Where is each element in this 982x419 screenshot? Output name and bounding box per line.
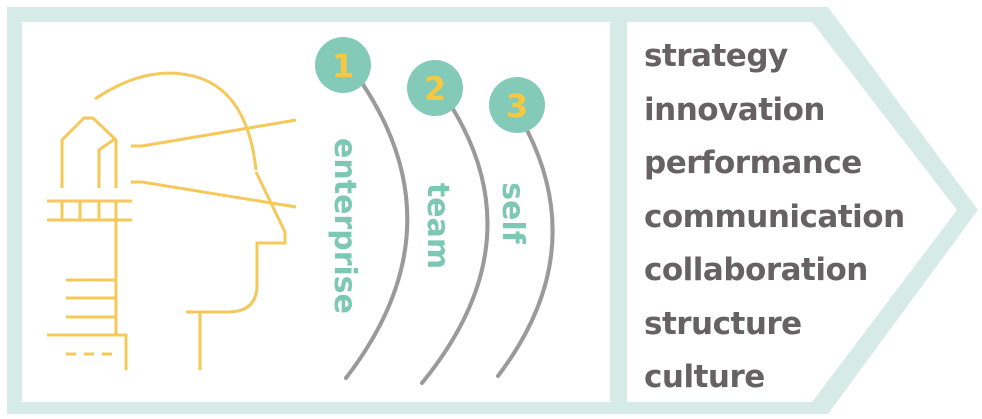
level-3-badge: 3 [489, 77, 545, 133]
level-2-number: 2 [424, 70, 446, 108]
arc-self [496, 128, 555, 378]
level-arcs [344, 81, 555, 385]
focus-area-item: innovation [644, 91, 825, 128]
focus-area-item: culture [644, 359, 765, 395]
focus-area-item: strategy [644, 38, 788, 74]
level-3-label: self [495, 182, 530, 244]
focus-area-item: structure [644, 305, 802, 342]
level-2-label: team [420, 183, 455, 269]
level-1-badge: 1 [315, 37, 371, 93]
level-1-circle [315, 37, 371, 93]
focus-area-item: collaboration [644, 252, 868, 288]
level-2-circle [407, 60, 463, 116]
focus-area-list: strategy innovation performance communic… [644, 30, 905, 405]
level-2-badge: 2 [407, 60, 463, 116]
focus-area-item: performance [644, 145, 862, 181]
level-3-circle [489, 77, 545, 133]
level-3-number: 3 [506, 87, 528, 125]
level-1-label: enterprise [327, 138, 362, 314]
head-with-lighthouse-icon [47, 71, 297, 370]
level-1-number: 1 [332, 47, 354, 85]
arc-team [420, 107, 490, 385]
focus-area-item: communication [644, 198, 905, 235]
arc-enterprise [344, 81, 410, 380]
